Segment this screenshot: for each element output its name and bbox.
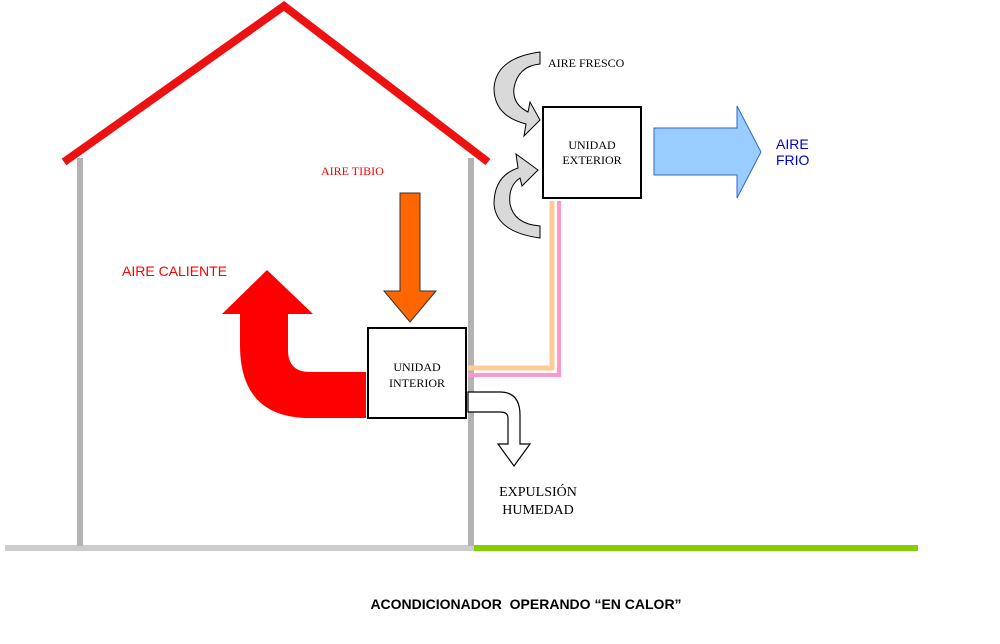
fresh-air-arrow-top [493, 51, 541, 138]
indoor-unit-label-line2: INTERIOR [389, 376, 445, 390]
warm-air-arrow [382, 192, 438, 323]
expulsion-label-line2: HUMEDAD [502, 503, 574, 518]
indoor-unit-label-line1: UNIDAD [393, 360, 441, 374]
diagram-caption: ACONDICIONADOR OPERANDO “EN CALOR” [370, 596, 681, 612]
fresh-air-arrow-bottom [493, 152, 541, 239]
aire-tibio-label: AIRE TIBIO [321, 164, 384, 178]
house-roof [61, 1, 491, 166]
outdoor-unit-box [542, 106, 642, 199]
aire-frio-label-line1: AIRE [776, 136, 809, 152]
indoor-unit-box [367, 327, 467, 419]
refrigerant-pipe-pink [468, 201, 561, 377]
refrigerant-pipe-orange [468, 201, 555, 371]
aire-fresco-label: AIRE FRESCO [548, 56, 625, 70]
cold-air-arrow [653, 105, 762, 199]
expulsion-label-line1: EXPULSIÓN [499, 483, 577, 500]
humidity-expulsion-arrow [467, 391, 532, 468]
outdoor-unit-label-line1: UNIDAD [568, 138, 616, 152]
aire-frio-label-line2: FRIO [776, 152, 810, 168]
aire-caliente-label: AIRE CALIENTE [122, 263, 227, 279]
hot-air-arrow [222, 270, 366, 418]
outdoor-unit-label-line2: EXTERIOR [562, 153, 621, 167]
